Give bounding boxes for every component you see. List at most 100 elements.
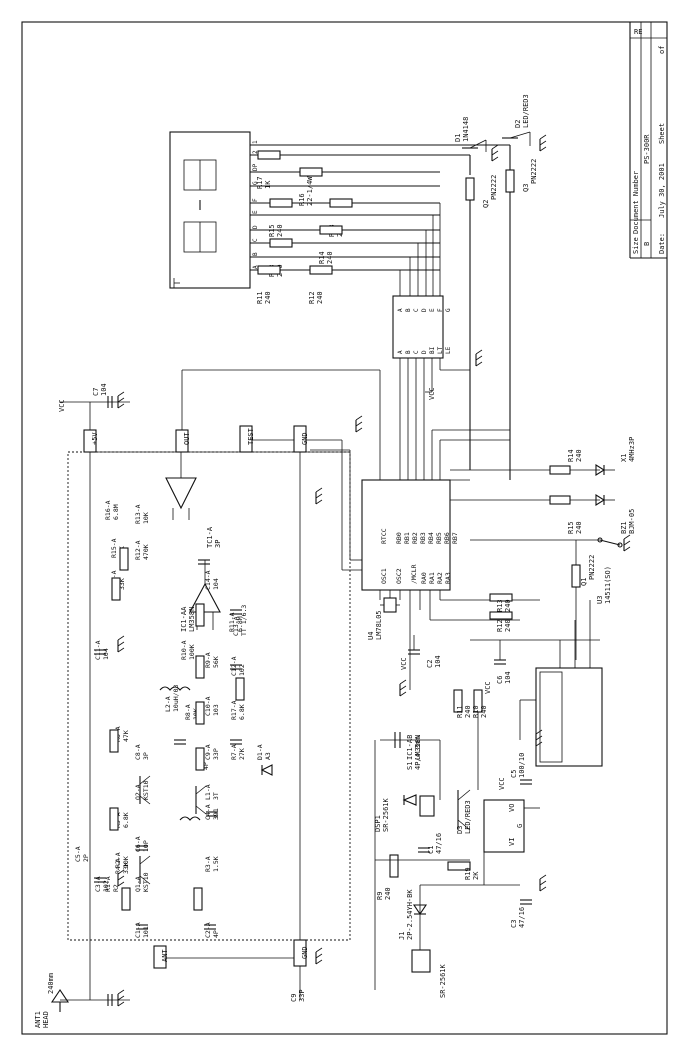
u3-pin-le: LE xyxy=(445,346,452,354)
analog-part-val: 27K xyxy=(238,748,246,760)
ground-icon xyxy=(539,146,547,152)
bus-resistor-ref: R14 xyxy=(318,251,326,264)
c9-ref: C9 xyxy=(290,994,298,1002)
r2-vcc-label: VCC xyxy=(484,681,492,694)
net-gnd-top: GND xyxy=(301,432,309,445)
u2-pin-rb2: RB2 xyxy=(411,532,419,544)
u4-pin-vi: VI xyxy=(508,838,516,846)
bus-resistors: R171KR1622-1/4WR15240R182KR13240R14240R1… xyxy=(256,150,353,304)
u3-pin-qf: F xyxy=(437,308,444,312)
analog-part-val: 6.8K xyxy=(238,704,246,720)
analog-part-ref: R10-A xyxy=(180,640,188,660)
analog-resistor xyxy=(195,655,205,679)
s1-ref: U3 xyxy=(596,596,604,604)
ground-icon xyxy=(315,947,323,953)
date-label: Date: xyxy=(658,233,666,254)
q3-ref: D2 xyxy=(514,120,522,128)
dsp-pin-label: G xyxy=(252,181,259,185)
analog-part-ref: C5-A xyxy=(74,846,82,862)
ground-icon xyxy=(623,534,631,540)
display-bus xyxy=(250,144,510,296)
led-d2: R14 240 X1 4MHz3P xyxy=(549,437,636,476)
analog-part-val: TT 1/6.3 xyxy=(240,605,248,636)
r2-val: 240 xyxy=(480,705,488,718)
r6-ref: R14 xyxy=(567,449,575,462)
q1-val: LED/RED3 xyxy=(464,800,472,834)
ground-icon xyxy=(355,415,363,421)
ground-icon xyxy=(535,741,543,747)
dsp-pin-label: DP xyxy=(252,163,259,171)
q3-transistor: D2 LED/RED3 xyxy=(502,94,531,175)
bus-resistor-val: 240 xyxy=(264,291,272,304)
ground-icon xyxy=(117,647,125,653)
d4-ref: J1 xyxy=(398,932,406,940)
net-test: TEST xyxy=(247,427,255,445)
d2-val: 4MHz3P xyxy=(628,437,636,462)
analog-part-ref: R9-A xyxy=(204,652,212,668)
net-gnd-bottom: GND xyxy=(301,946,309,959)
ground-icon xyxy=(117,989,125,995)
analog-resistor xyxy=(195,603,205,627)
analog-part-val: A3 xyxy=(264,752,272,760)
c3-val: 47/16 xyxy=(435,833,443,854)
u3-pin-qd: D xyxy=(421,308,428,312)
r2-ref: R10 xyxy=(472,705,480,718)
bus-resistor-val: 240 xyxy=(326,251,334,264)
ground-icon xyxy=(623,540,631,546)
analog-part-val: 102 xyxy=(238,664,246,676)
u3-pin-b: B xyxy=(405,350,412,354)
ground-icon xyxy=(315,499,323,505)
dsp-pin-label: B xyxy=(252,252,259,256)
analog-part-ref: C2-A xyxy=(204,922,212,938)
docnum-label: Document Number xyxy=(632,171,640,234)
analog-part-ref: R8-A xyxy=(184,704,192,720)
analog-part-ref: R2-A xyxy=(114,852,122,868)
ground-icon xyxy=(117,881,125,887)
r16-val: 2K xyxy=(472,871,480,880)
u3-pin-qg: G xyxy=(445,308,452,312)
analog-part-ref: C13-A xyxy=(232,616,240,636)
r19-val: PN2222 xyxy=(530,159,538,184)
c2-val: 104 xyxy=(434,655,442,668)
bus-resistor xyxy=(257,265,281,275)
analog-symbols xyxy=(94,547,273,930)
r1-ref: R9 xyxy=(376,892,384,900)
analog-part-val: 4P xyxy=(202,762,210,770)
analog-part-val: 6.8K xyxy=(122,812,130,828)
bus-resistor xyxy=(269,238,293,248)
rev-label: RE xyxy=(634,28,642,36)
analog-part-val: 4P xyxy=(212,930,220,938)
analog-resistor xyxy=(235,677,245,701)
c7-val: 104 xyxy=(100,383,108,396)
c2-capacitor: C2 104 xyxy=(408,635,442,668)
u3-pin-qc: C xyxy=(413,308,420,312)
q2-ref: D1 xyxy=(454,134,462,142)
u1-eeprom xyxy=(519,600,603,767)
analog-transistor xyxy=(139,875,151,885)
r19-ref: Q3 xyxy=(522,184,530,192)
bz1-val: SR-2561K xyxy=(382,797,390,832)
analog-part-val: 100K xyxy=(188,644,196,660)
r17-val: PN2222 xyxy=(588,555,596,580)
r4-ref: R12 xyxy=(496,619,504,632)
ground-icon xyxy=(475,355,483,361)
u3-pin-lt: LT xyxy=(437,346,444,354)
u3-vcc-label: VCC xyxy=(428,387,436,400)
analog-resistor xyxy=(193,887,203,911)
size-value: B xyxy=(643,242,651,246)
analog-part-val: 101 xyxy=(142,926,150,938)
bus-resistor xyxy=(269,198,293,208)
ground-icon xyxy=(117,1001,125,1007)
analog-part-val: R2 xyxy=(112,884,120,892)
c4-ref: C3 xyxy=(510,920,518,928)
analog-part-val: 56K xyxy=(212,656,220,668)
ground-icon xyxy=(399,691,407,697)
dsp-pin-label: 2 xyxy=(252,150,259,154)
c4-val: 47/16 xyxy=(518,907,526,928)
ic1ab-ref: IC1-AA xyxy=(180,606,188,632)
docnum-value: PS-300R xyxy=(643,134,651,164)
analog-part-ref: R17-A xyxy=(230,700,238,720)
analog-resistor xyxy=(109,729,119,753)
